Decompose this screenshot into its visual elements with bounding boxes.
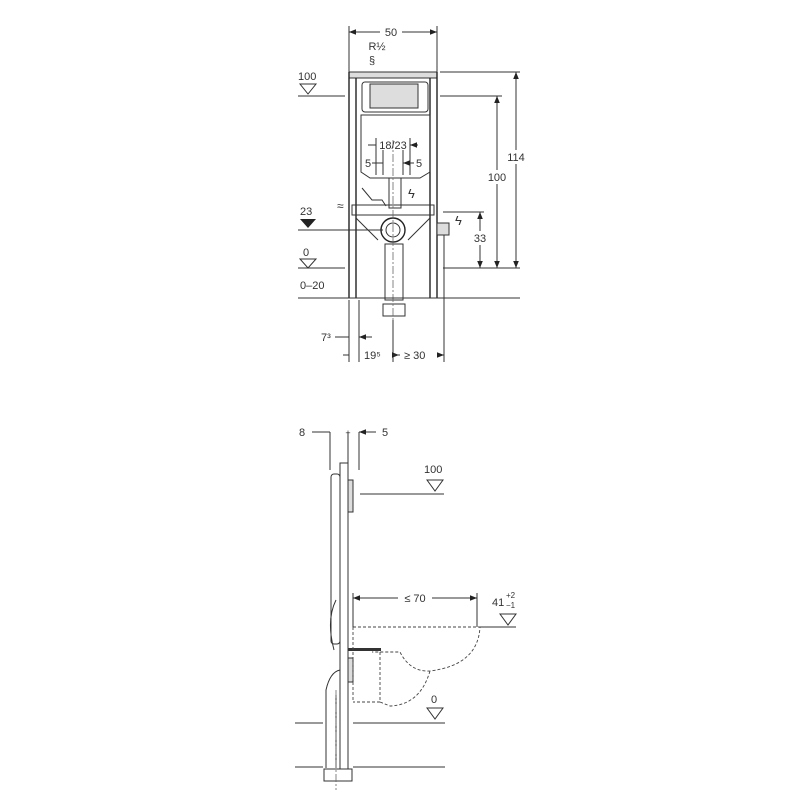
- dim-30-label: ≥ 30: [404, 350, 425, 362]
- water-supply-icon: ≈: [337, 199, 344, 213]
- level-100-side-marker: [360, 479, 444, 495]
- flush-plate-opening: [361, 81, 429, 113]
- dim-18-23-label: 18/23: [379, 140, 407, 152]
- level-0-side-marker: [295, 707, 445, 724]
- tolerance-plus: +2: [506, 591, 516, 600]
- electric-icon: ϟ: [455, 213, 462, 228]
- side-view: 8 5 + 100 ≤ 70 41 +2 −1 0: [295, 427, 517, 790]
- tolerance-minus: −1: [506, 601, 516, 610]
- center-mark: +: [345, 428, 350, 438]
- frame-top-rail: [348, 71, 438, 79]
- dim-114-label: 114: [507, 152, 525, 164]
- level-0-side-label: 0: [431, 694, 437, 706]
- flush-pipe: [388, 177, 402, 209]
- drain-pipe: [384, 243, 404, 301]
- mounting-bar: [348, 648, 381, 651]
- dim-5-label: 5: [382, 427, 388, 439]
- level-100-side-label: 100: [424, 464, 442, 476]
- dim-33-bg: [471, 231, 489, 245]
- actuator-side: [347, 479, 354, 513]
- supply-pipe: [361, 187, 387, 207]
- level-23-marker: [300, 219, 316, 228]
- supply-hose: [330, 599, 337, 651]
- width-dim-label: 50: [385, 27, 397, 39]
- level-100-marker: [298, 83, 345, 97]
- drain-outlet-side: [323, 768, 353, 782]
- level-100-label: 100: [298, 71, 316, 83]
- wc-bowl-outline: [352, 626, 481, 707]
- floor-range-label: 0–20: [300, 280, 324, 292]
- dim-33-label: 33: [474, 233, 486, 245]
- front-view: ϟ ϟ ≈ § 50 R½ 100 23 0 0–20 114 100 33 1…: [298, 26, 527, 362]
- flush-plate: [369, 83, 419, 109]
- electric-icon-inner: ϟ: [408, 186, 415, 201]
- drain-outlet: [382, 303, 406, 317]
- power-socket-icon: [436, 222, 450, 236]
- dim-70-label: ≤ 70: [404, 593, 425, 605]
- level-23-label: 23: [300, 206, 312, 218]
- drain-bend-side: [347, 657, 354, 683]
- dim-100-bg: [486, 170, 508, 184]
- cistern-side: [330, 473, 341, 645]
- dim-114-bg: [505, 150, 527, 164]
- dim-5-right-label: 5: [416, 158, 422, 170]
- dim-100-label: 100: [488, 172, 506, 184]
- drain-inner: [385, 222, 401, 238]
- level-0-marker: [298, 258, 520, 269]
- dim-19-label: 19⁵: [364, 350, 381, 362]
- level-0-label: 0: [303, 247, 309, 259]
- brackets: [355, 217, 431, 241]
- frame-post-side: [339, 462, 349, 770]
- dim-7-label: 7³: [321, 332, 331, 344]
- level-41-marker: [480, 613, 517, 628]
- ext-lines-right: [440, 71, 520, 213]
- dim-8-label: 8: [299, 427, 305, 439]
- level-41-label: 41: [492, 597, 504, 609]
- thread-label: R½: [368, 41, 385, 53]
- water-inlet-icon: §: [369, 55, 375, 67]
- frame-posts: [348, 72, 438, 298]
- drain-pipe-side: [325, 669, 341, 768]
- cistern: [360, 114, 431, 179]
- dim-5-left-label: 5: [365, 158, 371, 170]
